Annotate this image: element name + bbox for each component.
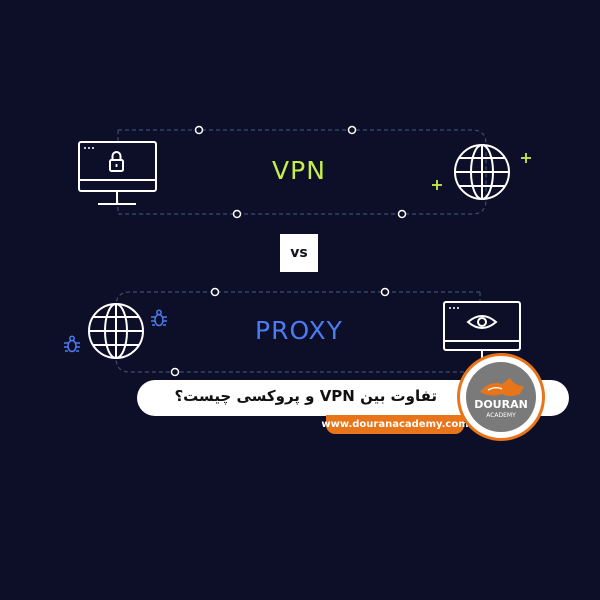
website-url[interactable]: www.douranacademy.com: [321, 419, 469, 430]
vpn-label: VPN: [272, 156, 326, 185]
globe-icon: [88, 303, 144, 359]
vs-text: vs: [290, 245, 308, 261]
frame-node: [232, 209, 242, 219]
frame-node: [194, 125, 204, 135]
logo-mark: DOURAN ACADEMY: [474, 378, 528, 419]
douran-academy-logo: DOURAN ACADEMY: [457, 353, 545, 441]
proxy-connection-frame: [115, 291, 481, 373]
website-link[interactable]: www.douranacademy.com: [321, 415, 469, 434]
globe-icon: [454, 144, 510, 200]
logo-badge: DOURAN ACADEMY: [466, 362, 536, 432]
monitor-eye-icon: [443, 301, 521, 358]
frame-node: [347, 125, 357, 135]
proxy-frame-nodes: [170, 287, 390, 377]
logo-brand: DOURAN: [474, 398, 528, 411]
logo-sub: ACADEMY: [486, 412, 516, 419]
monitor-lock-icon: [78, 141, 157, 205]
sparkle-icon: [521, 153, 531, 163]
banner-title: تفاوت بین VPN و پروکسی چیست؟: [174, 387, 437, 405]
proxy-label: PROXY: [255, 316, 343, 345]
frame-node: [380, 287, 390, 297]
frame-node: [397, 209, 407, 219]
sparkle-icon: [432, 180, 442, 190]
bug-icon: [151, 309, 167, 327]
frame-node: [170, 367, 180, 377]
bug-icon: [64, 335, 80, 353]
vpn-frame-nodes: [194, 125, 407, 219]
frame-node: [210, 287, 220, 297]
vs-badge: vs: [280, 234, 318, 272]
